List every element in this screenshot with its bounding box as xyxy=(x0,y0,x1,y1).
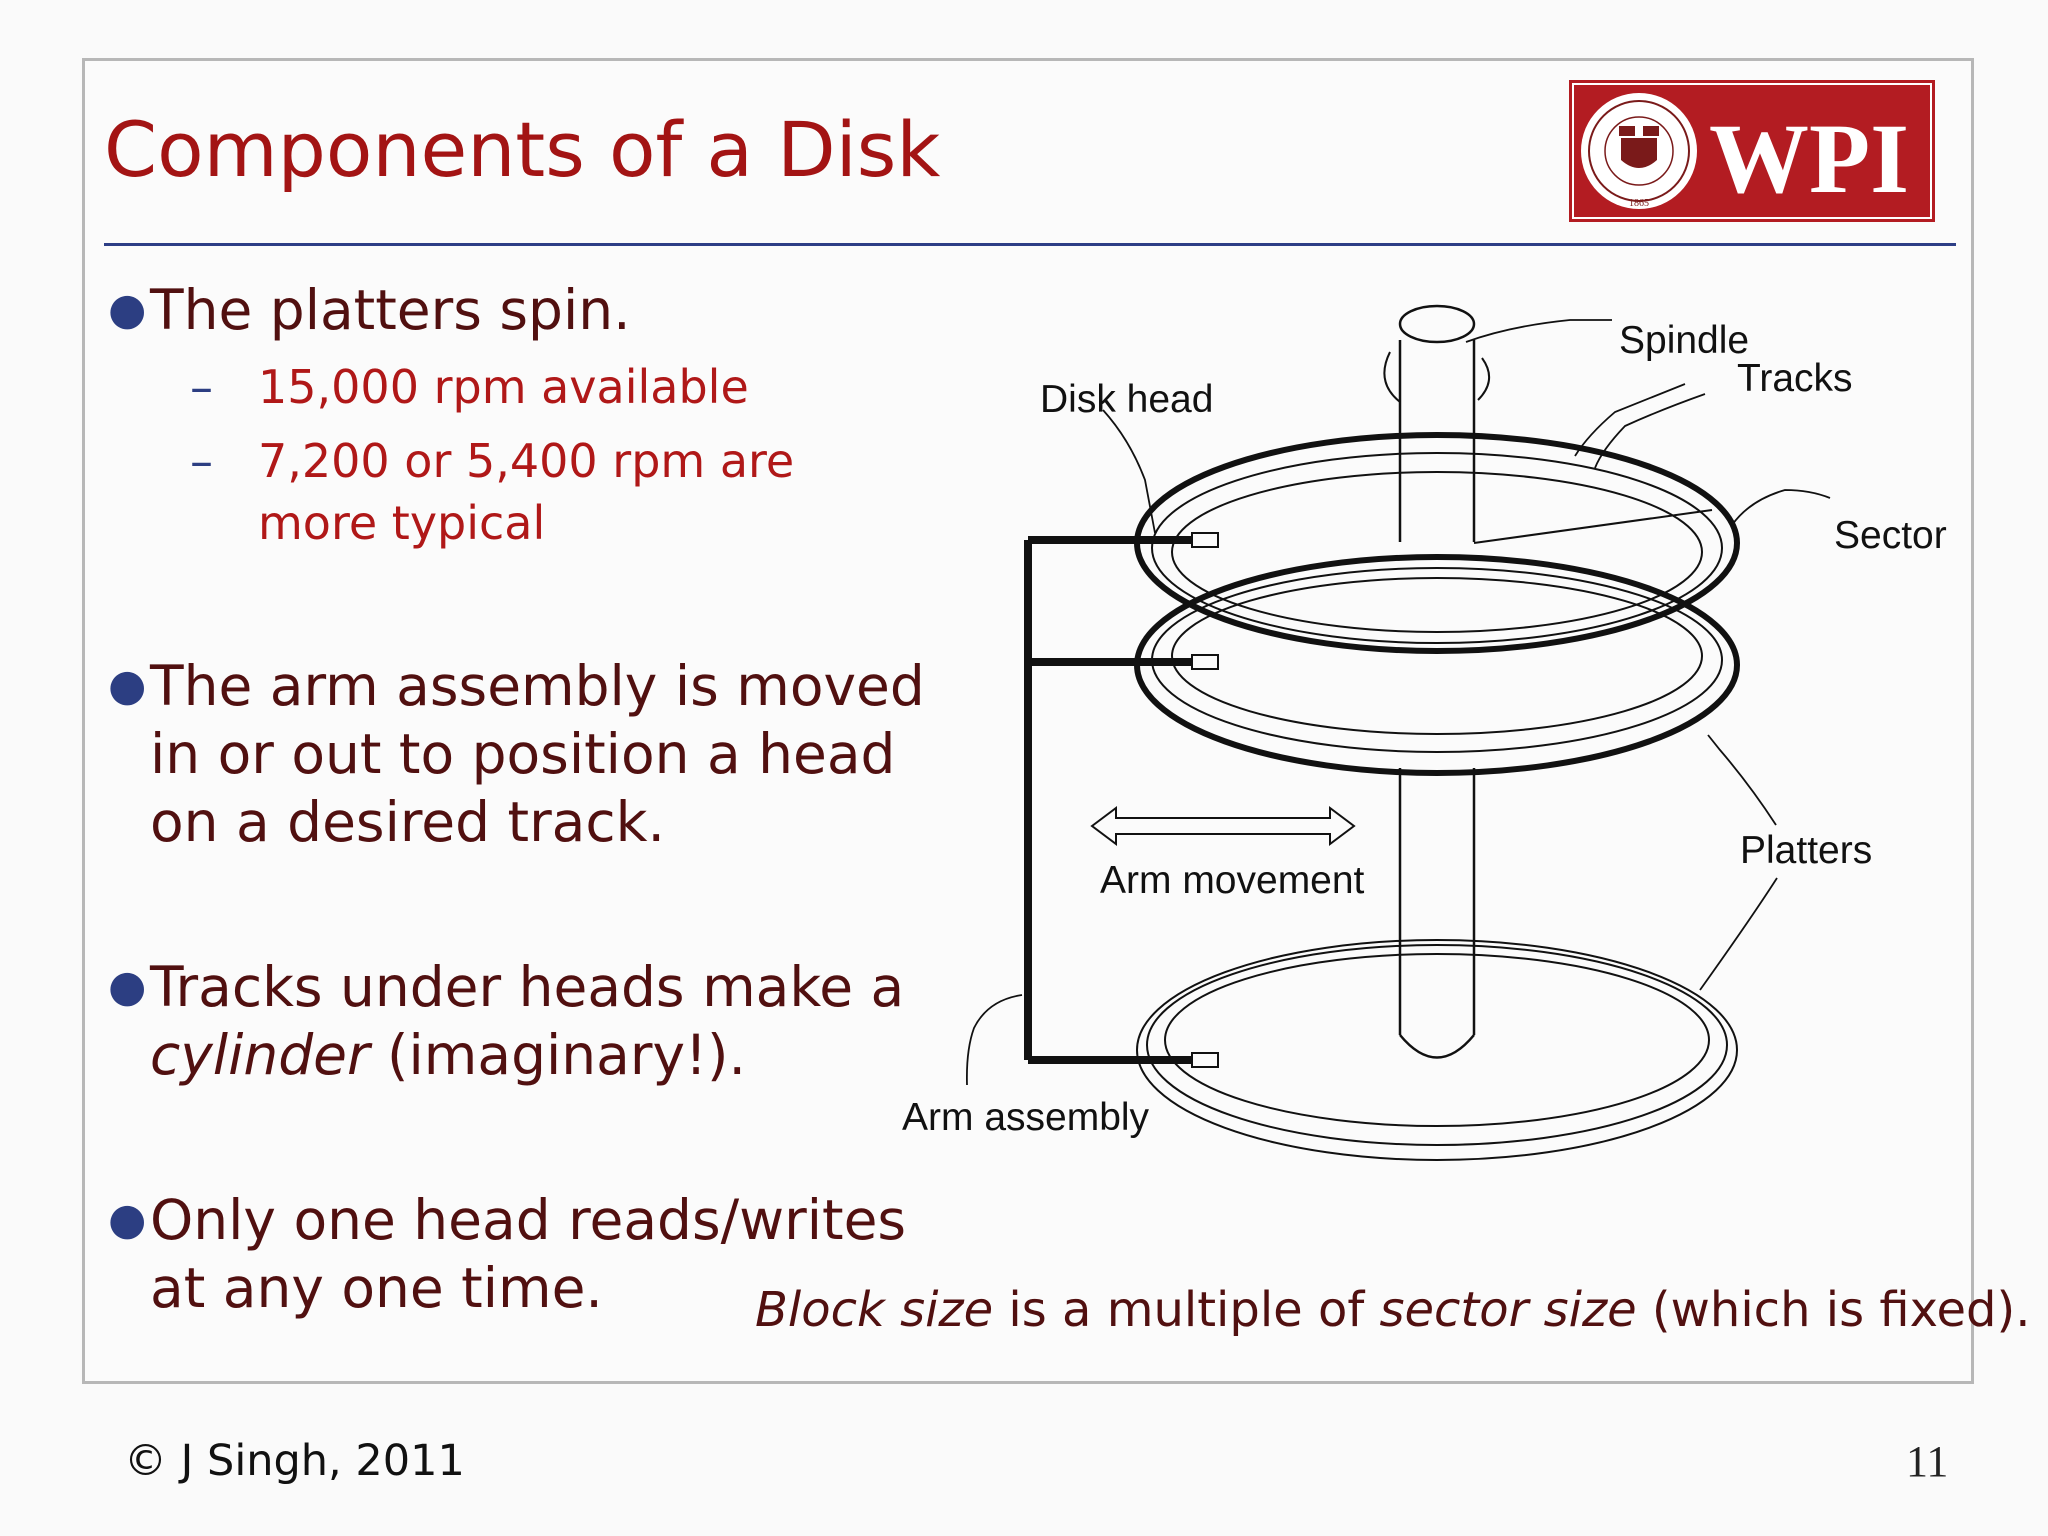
disk-head-icon xyxy=(1191,654,1219,670)
bullet-icon: ● xyxy=(108,1194,147,1245)
bullet-icon: ● xyxy=(108,284,147,335)
diagram-labels: Spindle Tracks Disk head Sector Arm move… xyxy=(902,319,1947,1139)
double-arrow-icon xyxy=(1090,806,1356,846)
leader-lines xyxy=(965,319,1831,1086)
bottom-platter xyxy=(1136,939,1738,1161)
slide-title: Components of a Disk xyxy=(104,105,941,194)
label-spindle: Spindle xyxy=(1619,319,1749,362)
label-platters: Platters xyxy=(1740,829,1872,872)
arm-assembly xyxy=(1024,532,1219,1068)
upper-platter xyxy=(1134,432,1740,654)
page-number: 11 xyxy=(1906,1437,1949,1486)
title-rule xyxy=(104,243,1956,246)
label-sector: Sector xyxy=(1834,514,1947,557)
bullet-icon: ● xyxy=(108,660,147,711)
svg-text:WPI: WPI xyxy=(1709,103,1909,214)
middle-platter xyxy=(1134,554,1740,776)
dash-icon: – xyxy=(190,434,213,488)
disk-head-icon xyxy=(1191,532,1219,548)
spindle xyxy=(1383,304,1490,1059)
svg-text:1865: 1865 xyxy=(1629,198,1649,209)
block-size-note: Block size is a multiple of sector size … xyxy=(755,1282,2031,1338)
bullet-icon: ● xyxy=(108,961,147,1012)
dash-icon: – xyxy=(190,360,213,414)
wpi-logo: 1865 WPI xyxy=(1569,80,1935,222)
disk-head-icon xyxy=(1191,1052,1219,1068)
label-disk-head: Disk head xyxy=(1040,378,1213,421)
disk-diagram: Spindle Tracks Disk head Sector Arm move… xyxy=(902,304,1947,1161)
label-arm-assembly: Arm assembly xyxy=(902,1096,1150,1139)
label-arm-movement: Arm movement xyxy=(1100,859,1365,902)
copyright: © J Singh, 2011 xyxy=(124,1436,465,1486)
label-tracks: Tracks xyxy=(1737,357,1853,400)
